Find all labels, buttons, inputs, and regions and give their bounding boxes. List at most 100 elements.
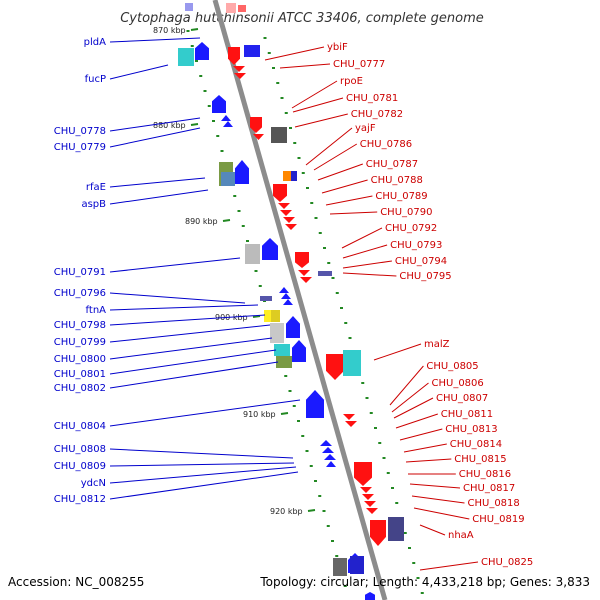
gene-forward-arrow bbox=[320, 440, 332, 446]
gene-label-chu-0799[interactable]: CHU_0799 bbox=[54, 337, 106, 348]
gene-label-chu-0804[interactable]: CHU_0804 bbox=[54, 421, 106, 432]
guide-dot bbox=[343, 585, 347, 587]
scale-tick-mark bbox=[307, 509, 316, 512]
gene-reverse-arrow bbox=[278, 203, 290, 209]
gene-label-chu-0806[interactable]: CHU_0806 bbox=[432, 378, 484, 389]
gene-label-chu-0802[interactable]: CHU_0802 bbox=[54, 383, 106, 394]
gene-reverse-block bbox=[226, 3, 236, 13]
scale-tick-mark bbox=[252, 315, 261, 318]
gene-label-chu-0790[interactable]: CHU_0790 bbox=[380, 207, 432, 218]
gene-reverse-arrow bbox=[253, 134, 264, 140]
gene-label-fucp[interactable]: fucP bbox=[85, 74, 106, 85]
gene-leader-line bbox=[409, 483, 461, 489]
scale-tick-mark bbox=[222, 219, 231, 222]
gene-reverse-arrow bbox=[280, 210, 292, 216]
backbone bbox=[212, 0, 388, 600]
gene-label-chu-0794[interactable]: CHU_0794 bbox=[395, 256, 447, 267]
gene-label-chu-0792[interactable]: CHU_0792 bbox=[385, 223, 437, 234]
gene-label-aspb[interactable]: aspB bbox=[81, 199, 106, 210]
gene-leader-line bbox=[264, 46, 325, 61]
gene-label-nhaa[interactable]: nhaA bbox=[448, 530, 474, 541]
gene-forward-block bbox=[333, 558, 347, 576]
gene-label-chu-0812[interactable]: CHU_0812 bbox=[54, 494, 106, 505]
gene-leader-line bbox=[419, 524, 446, 536]
gene-label-chu-0813[interactable]: CHU_0813 bbox=[445, 424, 497, 435]
guide-dot bbox=[335, 555, 339, 557]
gene-label-rfae[interactable]: rfaE bbox=[86, 182, 106, 193]
gene-leader-line bbox=[329, 211, 378, 215]
guide-dot bbox=[323, 247, 326, 249]
gene-label-ybif[interactable]: ybiF bbox=[327, 42, 348, 53]
gene-label-chu-0786[interactable]: CHU_0786 bbox=[360, 139, 412, 150]
gene-forward-block bbox=[221, 172, 235, 186]
guide-dot bbox=[326, 525, 330, 527]
gene-label-chu-0778[interactable]: CHU_0778 bbox=[54, 126, 106, 137]
gene-leader-line bbox=[291, 80, 338, 109]
gene-reverse-block bbox=[388, 517, 404, 541]
gene-label-ftna[interactable]: ftnA bbox=[86, 305, 107, 316]
gene-reverse-arrow bbox=[300, 277, 312, 283]
gene-reverse-arrow bbox=[370, 520, 386, 546]
gene-label-chu-0808[interactable]: CHU_0808 bbox=[54, 444, 106, 455]
guide-dot bbox=[280, 97, 284, 99]
gene-reverse-arrow bbox=[233, 66, 245, 72]
guide-dot bbox=[395, 502, 399, 504]
gene-leader-line bbox=[393, 397, 434, 419]
gene-leader-line bbox=[279, 63, 331, 69]
gene-reverse-arrow bbox=[234, 73, 246, 79]
gene-label-chu-0817[interactable]: CHU_0817 bbox=[463, 483, 515, 494]
gene-reverse-arrow bbox=[295, 252, 309, 268]
gene-forward-arrow bbox=[212, 95, 226, 113]
gene-label-chu-0788[interactable]: CHU_0788 bbox=[371, 175, 423, 186]
gene-label-chu-0801[interactable]: CHU_0801 bbox=[54, 369, 106, 380]
guide-dot bbox=[288, 390, 292, 392]
gene-leader-line bbox=[391, 382, 429, 413]
gene-forward-arrow bbox=[306, 390, 324, 418]
gene-leader-line bbox=[395, 413, 438, 429]
gene-label-chu-0825[interactable]: CHU_0825 bbox=[481, 557, 533, 568]
gene-label-chu-0787[interactable]: CHU_0787 bbox=[366, 159, 418, 170]
gene-forward-arrow bbox=[235, 160, 249, 184]
guide-dot bbox=[391, 487, 394, 489]
gene-label-chu-0795[interactable]: CHU_0795 bbox=[399, 271, 451, 282]
gene-label-chu-0796[interactable]: CHU_0796 bbox=[54, 288, 106, 299]
gene-reverse-block bbox=[283, 171, 291, 181]
gene-forward-arrow bbox=[326, 461, 336, 467]
gene-leader-line bbox=[109, 37, 201, 43]
guide-dot bbox=[241, 225, 245, 227]
gene-label-chu-0800[interactable]: CHU_0800 bbox=[54, 354, 106, 365]
gene-reverse-arrow bbox=[250, 117, 262, 133]
gene-label-chu-0811[interactable]: CHU_0811 bbox=[441, 409, 493, 420]
gene-label-plda[interactable]: pldA bbox=[84, 37, 106, 48]
gene-label-chu-0793[interactable]: CHU_0793 bbox=[390, 240, 442, 251]
gene-reverse-block bbox=[318, 271, 332, 276]
gene-label-rpoe[interactable]: rpoE bbox=[340, 76, 363, 87]
gene-label-chu-0819[interactable]: CHU_0819 bbox=[472, 514, 524, 525]
gene-label-ydcn[interactable]: ydcN bbox=[81, 478, 106, 489]
gene-label-chu-0777[interactable]: CHU_0777 bbox=[333, 59, 385, 70]
gene-label-chu-0815[interactable]: CHU_0815 bbox=[454, 454, 506, 465]
gene-label-chu-0814[interactable]: CHU_0814 bbox=[450, 439, 502, 450]
gene-reverse-arrow bbox=[345, 421, 357, 427]
gene-label-chu-0798[interactable]: CHU_0798 bbox=[54, 320, 106, 331]
gene-label-malz[interactable]: malZ bbox=[424, 339, 450, 350]
gene-label-chu-0781[interactable]: CHU_0781 bbox=[346, 93, 398, 104]
guide-dot bbox=[369, 412, 373, 414]
scale-tick-label: 880 kbp bbox=[153, 121, 186, 130]
guide-dot bbox=[195, 60, 198, 62]
gene-label-chu-0791[interactable]: CHU_0791 bbox=[54, 267, 106, 278]
gene-leader-line bbox=[373, 343, 422, 361]
gene-label-chu-0818[interactable]: CHU_0818 bbox=[468, 498, 520, 509]
gene-label-chu-0805[interactable]: CHU_0805 bbox=[426, 361, 478, 372]
scale-tick-mark bbox=[190, 123, 199, 126]
gene-label-chu-0807[interactable]: CHU_0807 bbox=[436, 393, 488, 404]
gene-label-chu-0789[interactable]: CHU_0789 bbox=[375, 191, 427, 202]
gene-label-yajf[interactable]: yajF bbox=[355, 123, 376, 134]
gene-leader-line bbox=[405, 458, 452, 463]
gene-label-chu-0809[interactable]: CHU_0809 bbox=[54, 461, 106, 472]
gene-label-chu-0816[interactable]: CHU_0816 bbox=[459, 469, 511, 480]
gene-label-chu-0782[interactable]: CHU_0782 bbox=[351, 109, 403, 120]
guide-dot bbox=[416, 577, 420, 579]
gene-leader-line bbox=[342, 272, 397, 277]
gene-label-chu-0779[interactable]: CHU_0779 bbox=[54, 142, 106, 153]
